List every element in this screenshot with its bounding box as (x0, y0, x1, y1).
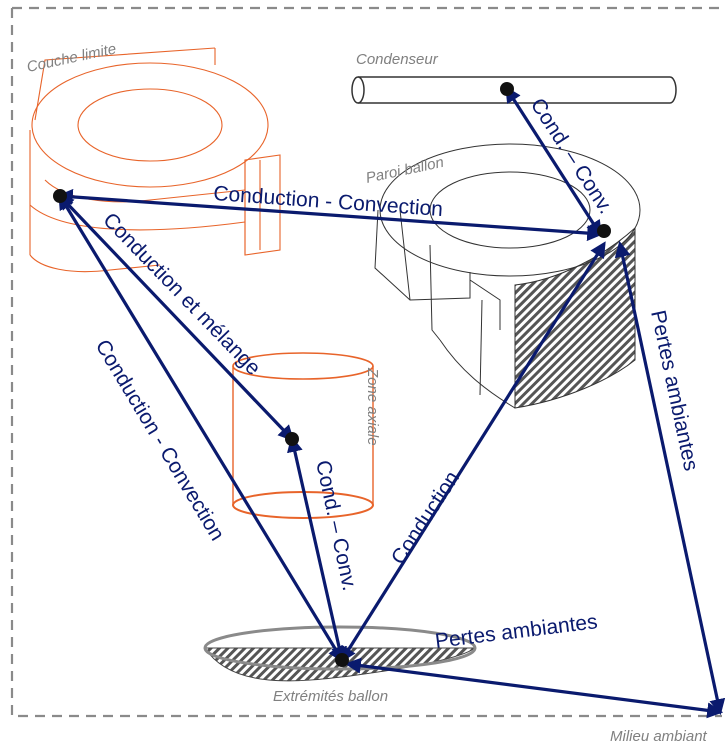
label-conduction-et-melange: Conduction et mélange (98, 208, 265, 379)
condenseur-label: Condenseur (356, 51, 439, 68)
node-paroi-ballon (597, 224, 611, 238)
arrows (56, 86, 725, 719)
label-conduction: Conduction (387, 467, 464, 569)
node-zone-axiale (285, 432, 299, 446)
label-pertes-ambiantes-bottom: Pertes ambiantes (434, 610, 599, 653)
arrow-couche-extremites (58, 193, 344, 663)
couche-limite-shape (29, 47, 281, 273)
paroi-ballon-label: Paroi ballon (364, 154, 445, 187)
node-condenseur (500, 82, 514, 96)
arrow-axiale-extremites (287, 435, 347, 664)
arrow-condenseur-paroi (505, 86, 602, 237)
label-pertes-ambiantes-right: Pertes ambiantes (646, 308, 702, 473)
node-couche-limite (53, 189, 67, 203)
node-extremites-ballon (335, 653, 349, 667)
label-cond-conv-condenseur: Cond. – Conv. (526, 94, 618, 218)
arrow-couche-axiale (57, 193, 295, 442)
arrow-extremites-ambiant (344, 657, 724, 719)
label-cond-conv-axiale: Cond. – Conv. (311, 458, 361, 593)
couche-limite-label: Couche limite (25, 40, 117, 76)
milieu-ambiant-label: Milieu ambiant (610, 728, 708, 745)
nodes (53, 82, 611, 667)
zone-axiale-label: Zone axiale (364, 367, 381, 446)
extremites-ballon-label: Extrémités ballon (273, 688, 388, 705)
arrow-paroi-ambiant (614, 240, 725, 716)
arrow-extremites-paroi (340, 241, 606, 663)
